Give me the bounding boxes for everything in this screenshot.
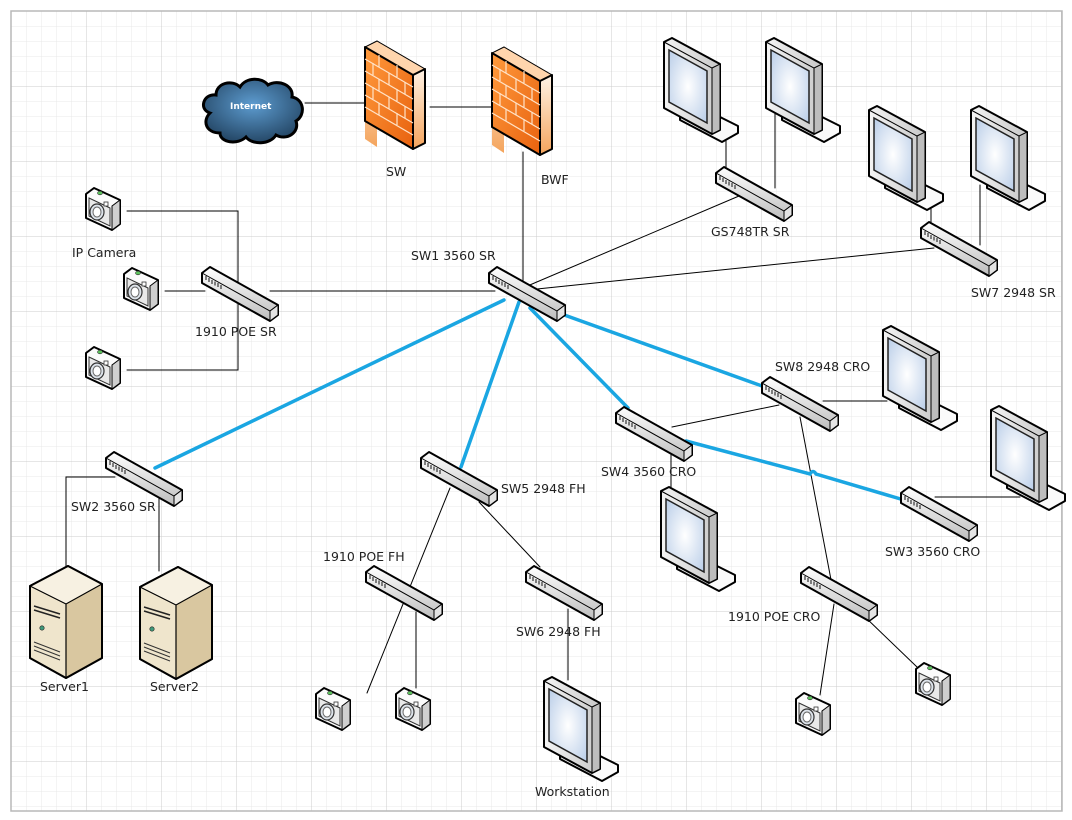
switch-gs748tr[interactable]: GS748TR SR xyxy=(711,166,793,239)
switch-sw5-label: SW5 2948 FH xyxy=(501,481,586,496)
trunk-sw4-sw3[interactable] xyxy=(684,439,906,502)
switch-poe-cro-label: 1910 POE CRO xyxy=(728,609,820,624)
server-1-label: Server1 xyxy=(40,679,89,694)
switch-sw6[interactable]: SW6 2948 FH xyxy=(516,565,603,639)
server-2-label: Server2 xyxy=(150,679,199,694)
switch-sw1-label: SW1 3560 SR xyxy=(411,248,496,263)
link-sw4-sw8[interactable] xyxy=(671,404,780,428)
link-poe-cro-cam-b[interactable] xyxy=(863,615,918,668)
link-sw5-sw6[interactable] xyxy=(478,501,541,568)
switch-sw8-label: SW8 2948 CRO xyxy=(775,359,870,374)
switch-sw4-label: SW4 3560 CRO xyxy=(601,464,696,479)
internet-node[interactable]: Internet xyxy=(201,77,304,145)
switch-sw3[interactable]: SW3 3560 CRO xyxy=(885,486,980,559)
firewall-bwf[interactable]: BWF xyxy=(491,46,569,187)
server-icon xyxy=(139,566,213,680)
trunk-sw1-sw8[interactable] xyxy=(554,310,764,388)
switch-sw7-label: SW7 2948 SR xyxy=(971,285,1056,300)
switch-poe-fh-label: 1910 POE FH xyxy=(323,549,405,564)
switch-poe-sr-label: 1910 POE SR xyxy=(195,324,277,339)
switch-sw8[interactable]: SW8 2948 CRO xyxy=(761,359,870,432)
workstation-label: Workstation xyxy=(535,784,610,799)
firewall-bwf-label: BWF xyxy=(541,172,569,187)
server-2[interactable]: Server2 xyxy=(139,566,213,694)
switch-sw4[interactable]: SW4 3560 CRO xyxy=(601,406,696,479)
switch-poe-cro[interactable]: 1910 POE CRO xyxy=(728,566,878,624)
switch-sw1[interactable]: SW1 3560 SR xyxy=(411,248,566,322)
cloud-icon xyxy=(201,77,304,145)
switch-poe-sr[interactable]: 1910 POE SR xyxy=(195,266,279,339)
switch-sw2-label: SW2 3560 SR xyxy=(71,499,156,514)
link-poe-cro-cam-a[interactable] xyxy=(819,603,835,696)
switch-poe-fh[interactable]: 1910 POE FH xyxy=(323,549,443,621)
trunk-sw1-sw4[interactable] xyxy=(528,306,630,410)
camera-ip-1[interactable]: IP Camera xyxy=(72,187,136,260)
switch-sw5[interactable]: SW5 2948 FH xyxy=(420,451,586,507)
camera-ip-label: IP Camera xyxy=(72,245,136,260)
switch-gs748tr-label: GS748TR SR xyxy=(711,224,790,239)
link-sw1-sw7[interactable] xyxy=(536,247,935,290)
server-1[interactable]: Server1 xyxy=(29,565,103,694)
link-sw8-poe-cro[interactable] xyxy=(799,416,833,586)
link-sw2-server1[interactable] xyxy=(65,476,116,567)
workstation[interactable]: Workstation xyxy=(535,676,619,799)
trunk-sw1-sw2[interactable] xyxy=(153,298,506,470)
switch-sw3-label: SW3 3560 CRO xyxy=(885,544,980,559)
switch-sw6-label: SW6 2948 FH xyxy=(516,624,601,639)
internet-label: Internet xyxy=(230,102,272,112)
switch-sw7[interactable]: SW7 2948 SR xyxy=(920,221,1056,300)
firewall-sw[interactable]: SW xyxy=(364,40,426,179)
trunk-sw1-sw5[interactable] xyxy=(459,300,521,469)
connectors xyxy=(65,102,1021,696)
firewall-sw-label: SW xyxy=(386,164,406,179)
switch-sw2[interactable]: SW2 3560 SR xyxy=(71,451,183,514)
page-border xyxy=(10,10,1063,812)
server-icon xyxy=(29,565,103,679)
link-sw1-gs748[interactable] xyxy=(517,195,740,291)
